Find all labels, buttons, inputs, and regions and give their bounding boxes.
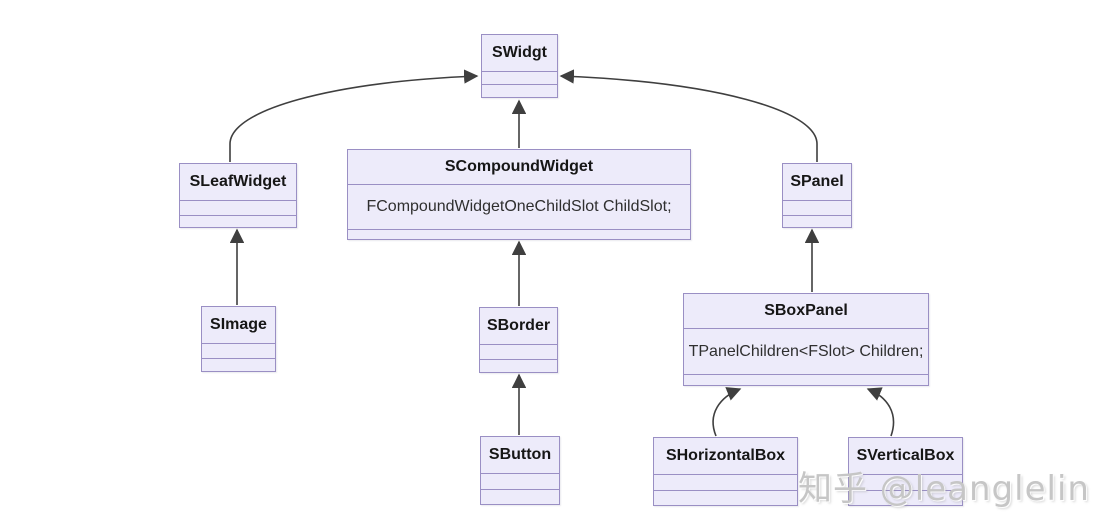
class-name: SBoxPanel (684, 294, 928, 329)
class-box-scompoundwidget: SCompoundWidget FCompoundWidgetOneChildS… (347, 149, 691, 240)
class-member-childslot: FCompoundWidgetOneChildSlot ChildSlot; (348, 185, 690, 230)
class-methods-compartment (654, 491, 797, 505)
class-box-sborder: SBorder (479, 307, 558, 373)
zhihu-watermark: 知乎 @leanglelin (798, 469, 1090, 509)
class-methods-compartment (783, 216, 851, 227)
class-attributes-compartment (481, 474, 559, 490)
inheritance-arrow-shorizontalbox-sboxpanel (712, 387, 742, 437)
class-box-sboxpanel: SBoxPanel TPanelChildren<FSlot> Children… (683, 293, 929, 386)
class-methods-compartment (482, 85, 557, 97)
class-box-sleafwidget: SLeafWidget (179, 163, 297, 228)
class-name: SButton (481, 437, 559, 474)
class-box-sverticalbox: SVerticalBox (848, 437, 963, 506)
class-box-simage: SImage (201, 306, 276, 372)
class-methods-compartment (348, 230, 690, 239)
class-box-spanel: SPanel (782, 163, 852, 228)
class-attributes-compartment (654, 475, 797, 491)
class-name: SPanel (783, 164, 851, 201)
class-name: SHorizontalBox (654, 438, 797, 475)
class-name: SImage (202, 307, 275, 344)
class-methods-compartment (684, 375, 928, 385)
class-box-shorizontalbox: SHorizontalBox (653, 437, 798, 506)
class-name: SLeafWidget (180, 164, 296, 201)
class-methods-compartment (180, 216, 296, 227)
class-methods-compartment (481, 490, 559, 504)
class-box-sbutton: SButton (480, 436, 560, 505)
class-name: SVerticalBox (849, 438, 962, 475)
class-attributes-compartment (180, 201, 296, 216)
class-attributes-compartment (783, 201, 851, 216)
class-attributes-compartment (482, 72, 557, 85)
class-member-children: TPanelChildren<FSlot> Children; (684, 329, 928, 375)
class-attributes-compartment (849, 475, 962, 491)
class-attributes-compartment (480, 345, 557, 360)
class-methods-compartment (202, 359, 275, 371)
inheritance-arrow-sverticalbox-sboxpanel (866, 387, 895, 437)
class-name: SWidgt (482, 35, 557, 72)
class-box-swidgt: SWidgt (481, 34, 558, 98)
class-methods-compartment (480, 360, 557, 372)
class-name: SCompoundWidget (348, 150, 690, 185)
class-name: SBorder (480, 308, 557, 345)
class-attributes-compartment (202, 344, 275, 359)
